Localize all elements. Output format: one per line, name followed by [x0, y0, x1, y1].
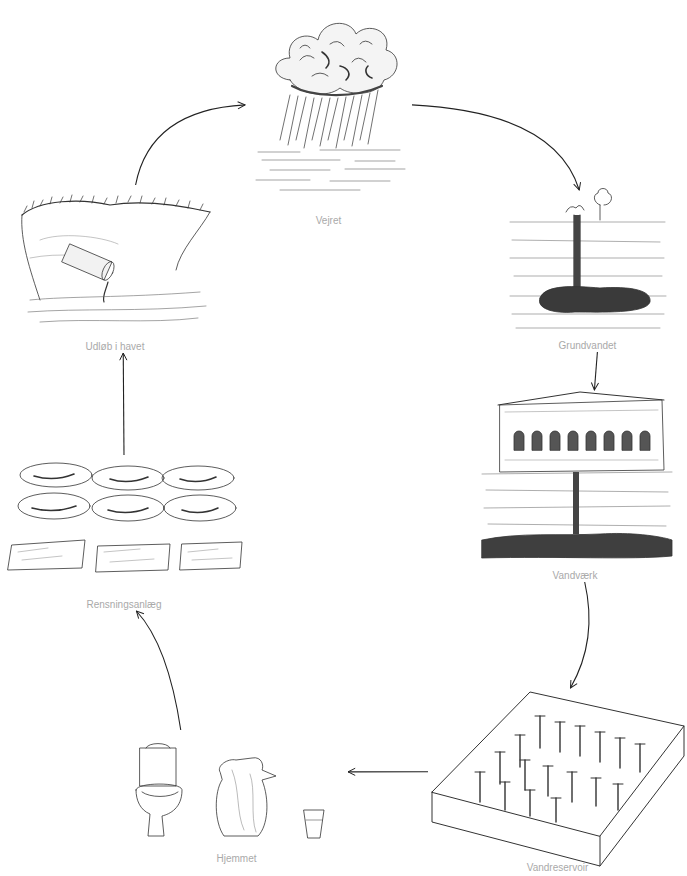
node-caption: Vandreservoir	[428, 862, 687, 874]
reservoir-sketch	[432, 692, 684, 866]
treatment-plant-sketch	[8, 463, 242, 572]
cycle-arrow	[123, 353, 125, 455]
cycle-arrow	[348, 771, 428, 772]
weather-sketch	[256, 23, 405, 190]
cycle-arrow	[136, 105, 245, 185]
cycle-arrow	[570, 582, 589, 688]
node-caption: Vejret	[245, 215, 412, 227]
node-caption: Rensningsanlæg	[0, 599, 248, 611]
node-caption: Grundvandet	[505, 340, 670, 352]
illustration-node: Vandværk	[478, 390, 672, 582]
illustration-node: Rensningsanlæg	[0, 455, 248, 611]
home-sketch	[136, 744, 324, 839]
node-caption: Udløb i havet	[12, 341, 218, 353]
illustration-node: Vejret	[245, 5, 412, 227]
sea-outlet-sketch	[22, 195, 210, 322]
illustration-node: Udløb i havet	[12, 185, 218, 353]
node-caption: Vandværk	[478, 570, 672, 582]
illustration-node: Grundvandet	[505, 190, 670, 352]
cycle-arrow	[412, 105, 579, 190]
cycle-arrow	[594, 352, 597, 390]
node-caption: Hjemmet	[125, 853, 348, 865]
waterworks-sketch	[482, 392, 672, 558]
illustration-node: Vandreservoir	[428, 688, 687, 874]
groundwater-sketch	[510, 189, 666, 329]
illustration-node: Hjemmet	[125, 730, 348, 865]
cycle-arrow	[136, 611, 180, 730]
